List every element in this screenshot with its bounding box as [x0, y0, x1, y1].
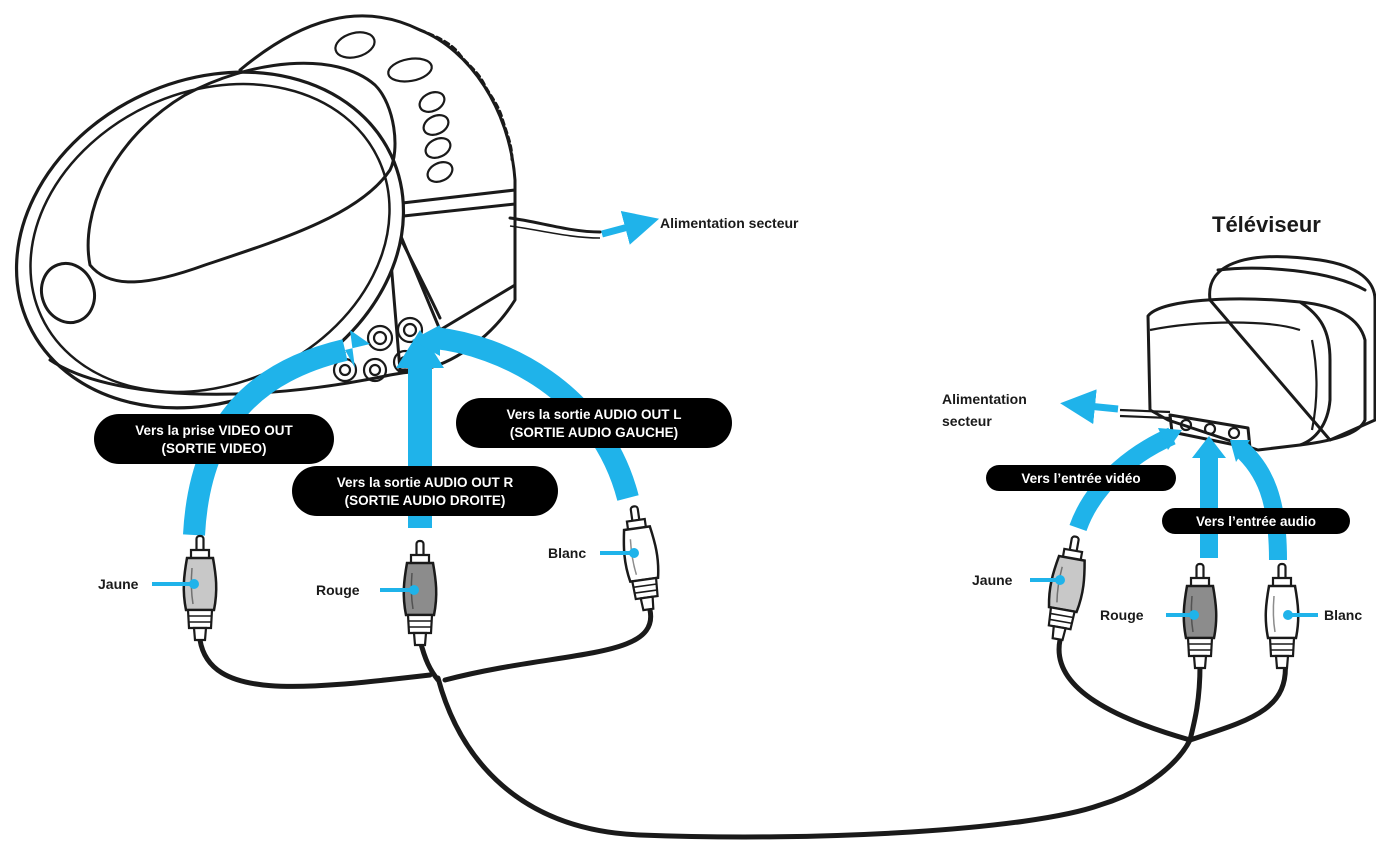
callout-audio-out-r-line2: (SORTIE AUDIO DROITE)	[345, 493, 506, 508]
callout-video-out-line1: Vers la prise VIDEO OUT	[135, 423, 293, 438]
tv-plug-white-label: Blanc	[1324, 607, 1362, 623]
device-power-cord	[508, 216, 602, 234]
device-signal-arrows	[183, 325, 639, 536]
callout-audio-out-l-line2: (SORTIE AUDIO GAUCHE)	[510, 425, 678, 440]
tv-set	[1146, 255, 1376, 452]
callout-video-in: Vers l’entrée vidéo	[986, 465, 1176, 491]
device-plug-white-label: Blanc	[548, 545, 586, 561]
tv-power-label-line2: secteur	[942, 413, 992, 429]
device-plug-yellow-label: Jaune	[98, 576, 139, 592]
tv-power-label-line1: Alimentation	[942, 391, 1027, 407]
callout-audio-in-text: Vers l’entrée audio	[1196, 514, 1316, 529]
device-plug-yellow	[182, 534, 218, 642]
tv-plug-yellow	[1040, 532, 1093, 644]
device-plug-red	[402, 539, 438, 647]
control-buttons	[418, 91, 454, 183]
tv-signal-arrows	[1069, 427, 1287, 561]
tv-plug-red-label: Rouge	[1100, 607, 1144, 623]
tv-plug-yellow-label: Jaune	[972, 572, 1013, 588]
device-power-arrow	[601, 210, 660, 245]
tv-power-arrow	[1060, 389, 1119, 425]
callout-audio-out-l-line1: Vers la sortie AUDIO OUT L	[506, 407, 681, 422]
device-plug-white	[616, 502, 666, 613]
device-power-label: Alimentation secteur	[660, 215, 799, 231]
callout-video-out: Vers la prise VIDEO OUT (SORTIE VIDEO)	[94, 414, 334, 464]
callout-audio-out-l: Vers la sortie AUDIO OUT L (SORTIE AUDIO…	[456, 398, 732, 448]
tv-cable	[1056, 637, 1288, 743]
tv-title: Téléviseur	[1212, 212, 1321, 237]
callout-video-out-line2: (SORTIE VIDEO)	[161, 441, 266, 456]
callout-audio-out-r: Vers la sortie AUDIO OUT R (SORTIE AUDIO…	[292, 466, 558, 516]
callout-audio-in: Vers l’entrée audio	[1162, 508, 1350, 534]
device-cable	[197, 607, 1193, 840]
callout-audio-out-r-line1: Vers la sortie AUDIO OUT R	[337, 475, 514, 490]
device-plug-red-label: Rouge	[316, 582, 360, 598]
callout-video-in-text: Vers l’entrée vidéo	[1021, 471, 1140, 486]
device-body	[14, 14, 602, 410]
device-output-jacks	[332, 316, 424, 383]
